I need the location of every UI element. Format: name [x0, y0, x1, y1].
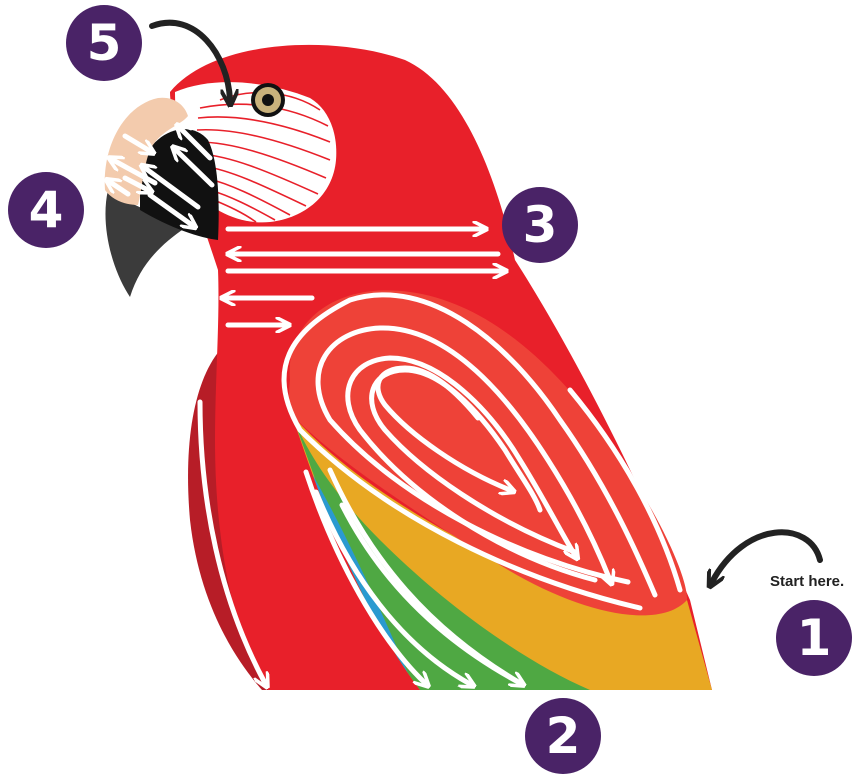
step-badge-5: 5 [66, 5, 142, 81]
start-here-label: Start here. [770, 573, 844, 590]
step-badge-1: 1 [776, 600, 852, 676]
step-badge-3: 3 [502, 187, 578, 263]
eye [251, 83, 285, 117]
step-badge-4: 4 [8, 172, 84, 248]
step-badge-2: 2 [525, 698, 601, 774]
